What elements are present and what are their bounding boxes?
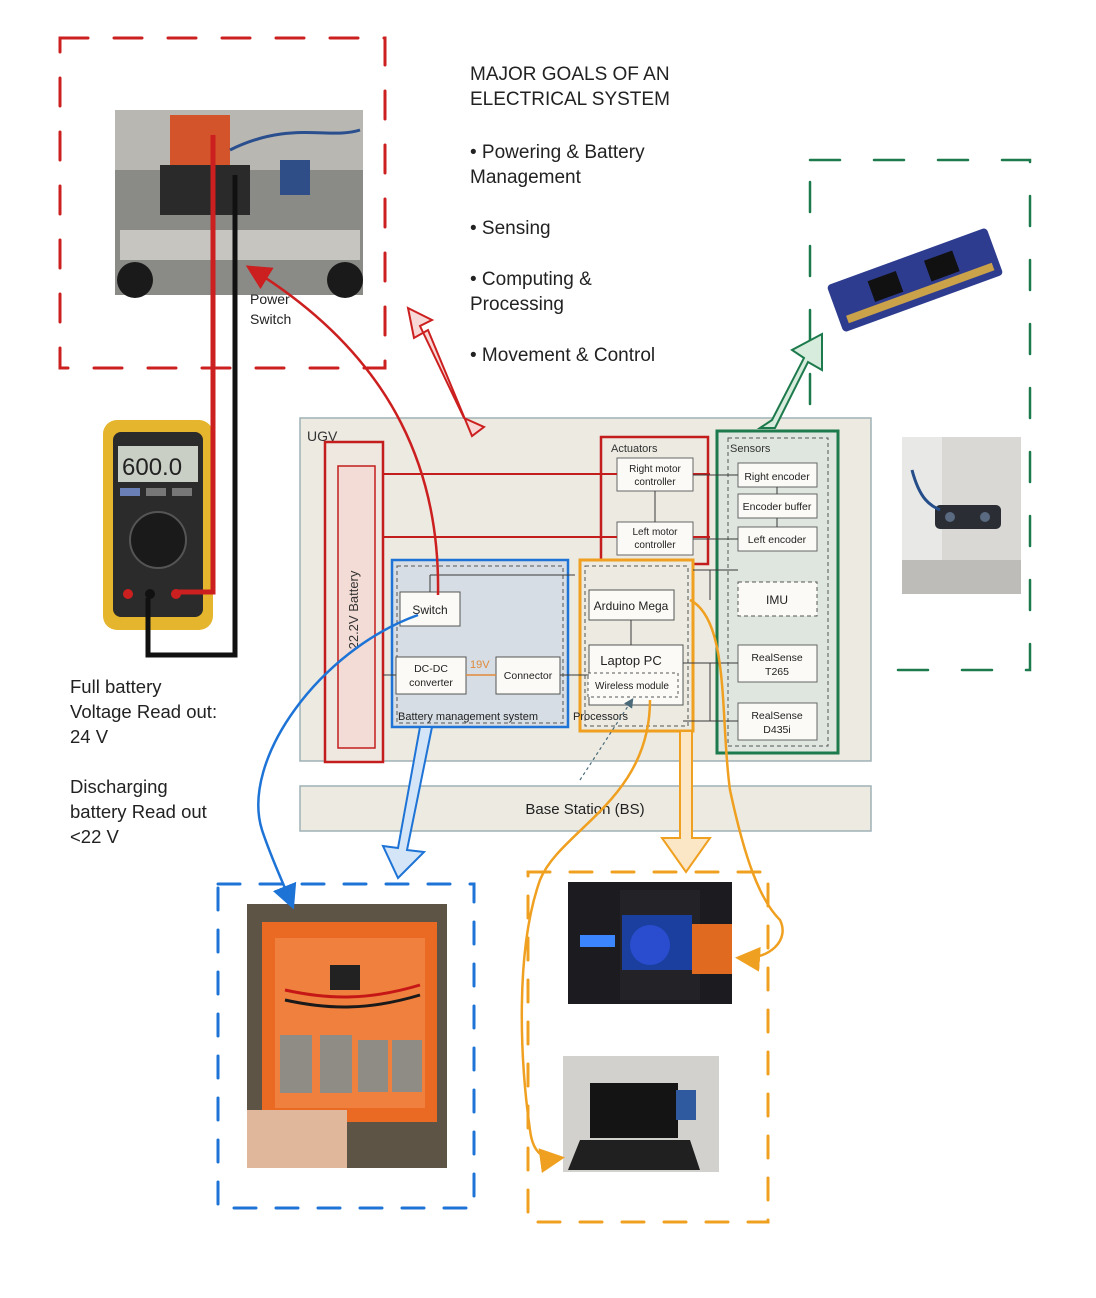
left-motor-controller: [616, 521, 694, 556]
power-switch-curve: [245, 265, 440, 596]
arduino-curve: [689, 598, 784, 972]
imu-label: IMU: [766, 593, 788, 607]
goal-computing-line2: Processing: [470, 294, 564, 315]
arduino-photo: [568, 882, 732, 1004]
battery-label: 22.2V Battery: [346, 570, 361, 649]
full-line1: Full battery: [70, 676, 162, 697]
power-outline: [58, 36, 387, 370]
right-encoder: [737, 462, 818, 488]
goal-powering-line2: Management: [470, 167, 581, 188]
arrow-to-power: [406, 306, 486, 438]
realsense-d435i: [737, 702, 818, 741]
goal-item: • Sensing: [470, 216, 790, 241]
arduino-mega: [588, 589, 675, 621]
goals-title-line2: ELECTRICAL SYSTEM: [470, 89, 670, 110]
full-battery-note: Full battery Voltage Read out: 24 V: [70, 674, 290, 749]
wireless-link: [579, 697, 634, 781]
bms-label: Battery management system: [398, 711, 538, 723]
v19-label: 19V: [470, 659, 490, 671]
goal-powering-line1: • Powering & Battery: [470, 142, 645, 163]
discharging-note: Discharging battery Read out <22 V: [70, 774, 290, 849]
goal-item: • Powering & Battery Management: [470, 140, 790, 190]
probe-wire-red: [178, 135, 216, 595]
goal-sensing: • Sensing: [470, 218, 551, 239]
bms-outline: [216, 882, 476, 1210]
full-line2: Voltage Read out:: [70, 701, 218, 722]
probe-wire-black: [145, 175, 238, 658]
processors-label: Processors: [573, 711, 629, 723]
d435-line1: RealSense: [751, 710, 803, 722]
base-station-label: Base Station (BS): [525, 801, 644, 818]
multimeter-display: 600.0: [122, 454, 182, 481]
dis-line3: <22 V: [70, 826, 119, 847]
t265-line1: RealSense: [751, 652, 803, 664]
laptop-photo: [563, 1056, 719, 1172]
switch-label: Switch: [412, 603, 447, 617]
d435-line2: D435i: [763, 724, 790, 736]
laptop-curve: [520, 699, 652, 1174]
processors-inner-boundary: [584, 565, 689, 727]
right-motor-line1: Right motor: [629, 464, 681, 475]
encoder-buffer-photo: [827, 228, 1003, 332]
battery-inner: [337, 465, 376, 749]
major-goals: MAJOR GOALS OF AN ELECTRICAL SYSTEM • Po…: [470, 62, 790, 394]
t265-line2: T265: [765, 666, 789, 678]
left-motor-line1: Left motor: [632, 527, 678, 538]
wireless-module: [587, 672, 679, 698]
left-motor-line2: controller: [634, 540, 676, 551]
base-station-block: [299, 785, 872, 832]
bms-photo: [247, 904, 447, 1168]
right-motor-line2: controller: [634, 477, 676, 488]
actuators-label: Actuators: [611, 443, 658, 455]
ugv-label: UGV: [307, 428, 338, 444]
wireless-label: Wireless module: [595, 681, 669, 692]
encoder-buffer-label: Encoder buffer: [743, 501, 812, 513]
dis-line1: Discharging: [70, 776, 168, 797]
right-encoder-label: Right encoder: [744, 471, 810, 483]
dis-line2: battery Read out: [70, 801, 207, 822]
bms-block: [390, 558, 570, 729]
battery-readout: Full battery Voltage Read out: 24 V Disc…: [70, 674, 290, 874]
power-switch-photo: [115, 110, 363, 298]
left-encoder: [737, 526, 818, 552]
sensors-label: Sensors: [730, 443, 771, 455]
sensors-inner-boundary: [727, 437, 829, 747]
power-switch-label-line1: Power: [250, 291, 290, 307]
imu: [737, 581, 818, 617]
switch-block: [399, 591, 461, 627]
goal-item: • Computing & Processing: [470, 267, 790, 317]
bms-inner-boundary: [396, 565, 564, 724]
full-line3: 24 V: [70, 726, 109, 747]
goal-movement: • Movement & Control: [470, 345, 656, 366]
signal-lines: [383, 474, 778, 722]
bms-switch-curve: [257, 613, 419, 910]
arrow-to-processing: [660, 730, 712, 874]
arrow-to-sensors: [756, 332, 823, 429]
connector-block: [495, 656, 561, 695]
multimeter-photo: 600.0: [103, 420, 213, 630]
realsense-photo: [902, 437, 1021, 594]
connector-label: Connector: [504, 670, 553, 682]
left-encoder-label: Left encoder: [748, 534, 807, 546]
arduino-label: Arduino Mega: [594, 599, 669, 613]
goals-title-line1: MAJOR GOALS OF AN: [470, 64, 670, 85]
dcdc-line2: converter: [409, 677, 453, 689]
goal-item: • Movement & Control: [470, 343, 790, 368]
goal-computing-line1: • Computing &: [470, 269, 592, 290]
dcdc-line1: DC-DC: [414, 663, 448, 675]
power-switch-label-line2: Switch: [250, 311, 291, 327]
arrow-to-bms: [381, 726, 434, 880]
goals-title: MAJOR GOALS OF AN ELECTRICAL SYSTEM: [470, 62, 790, 112]
laptop-label: Laptop PC: [600, 653, 661, 668]
sensing-outline: [808, 158, 1032, 672]
